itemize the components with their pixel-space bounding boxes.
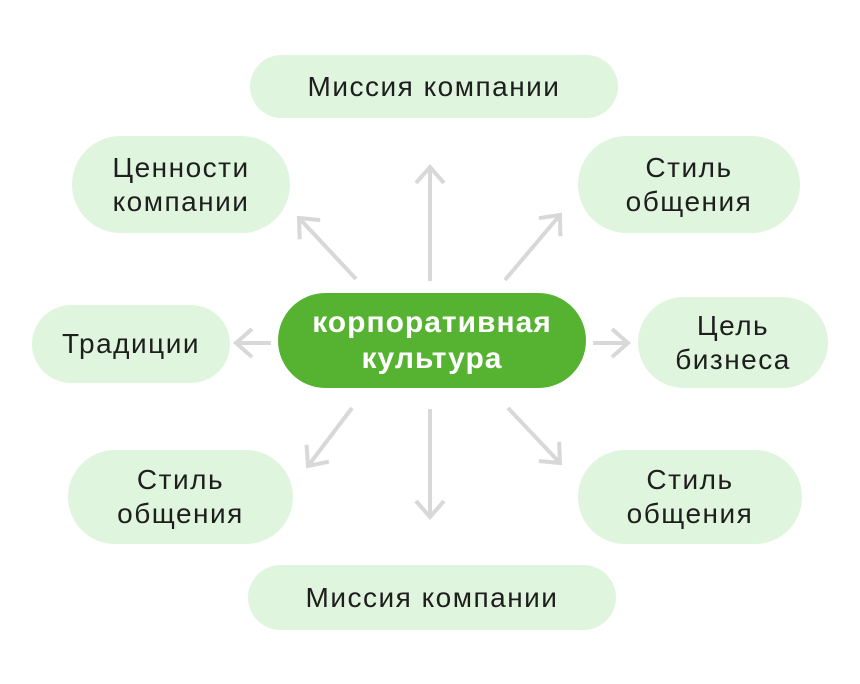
node-communication-style-top-right: Стиль общения <box>578 136 800 233</box>
node-mission-top: Миссия компании <box>250 55 618 118</box>
node-company-values: Ценности компании <box>72 136 290 233</box>
node-mission-bottom: Миссия компании <box>248 565 616 630</box>
arrow-down-right-icon <box>506 406 563 466</box>
node-communication-style-bottom-right: Стиль общения <box>578 450 802 544</box>
node-communication-style-bottom-left: Стиль общения <box>68 450 293 544</box>
node-business-goal: Цель бизнеса <box>638 297 828 388</box>
arrow-down-left-icon <box>304 406 354 469</box>
node-corporate-culture-center: корпоративная культура <box>278 293 586 388</box>
node-traditions: Традиции <box>32 305 230 383</box>
arrow-up-right-icon <box>503 212 563 282</box>
arrow-up-left-icon <box>296 215 358 281</box>
